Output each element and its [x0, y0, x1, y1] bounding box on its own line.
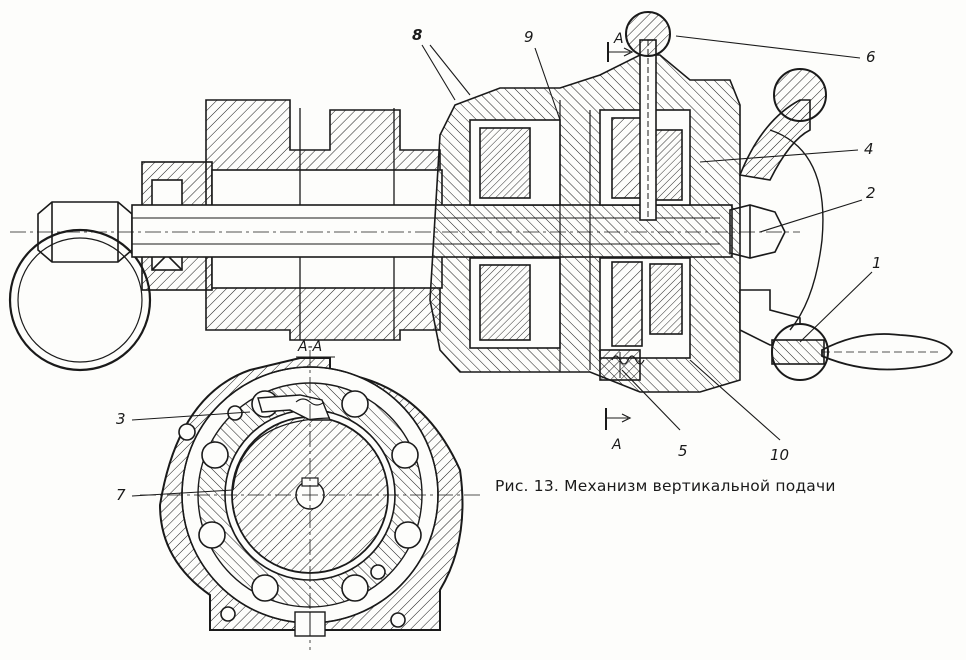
spring: [611, 355, 645, 365]
section-view-title: А-А: [298, 339, 323, 355]
callout-6: 6: [866, 48, 876, 66]
handwheel-handle: [821, 333, 954, 371]
callout-7: 7: [116, 486, 126, 504]
left-dial-ring: [8, 228, 152, 372]
gear-housing: [429, 54, 741, 393]
callout-9: 9: [524, 28, 534, 46]
callout-3: 3: [116, 410, 126, 428]
leader-lines: [131, 35, 873, 497]
lever-rod: [639, 39, 657, 221]
callout-10: 10: [770, 446, 790, 464]
section-a-a-view: [140, 350, 480, 650]
callout-8: 8: [412, 26, 423, 44]
lever-ball-knob: [625, 11, 671, 57]
section-mark-bottom: А: [612, 437, 622, 453]
section-cut-marks: [605, 42, 634, 430]
callout-1: 1: [872, 254, 882, 272]
figure-caption: Рис. 13. Механизм вертикальной подачи: [495, 477, 836, 495]
section-mark-top: А: [614, 31, 624, 47]
callout-4: 4: [864, 140, 874, 158]
callout-5: 5: [678, 442, 688, 460]
handwheel-nut: [729, 204, 786, 259]
callout-2: 2: [866, 184, 876, 202]
handwheel: [738, 68, 829, 381]
